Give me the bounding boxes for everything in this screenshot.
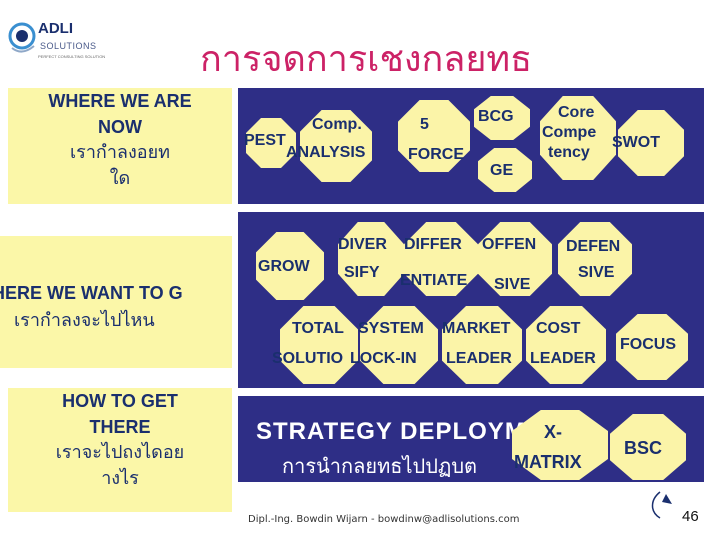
now-line-1: WHERE WE ARE [48, 91, 192, 111]
label-diver-2: SIFY [344, 264, 380, 281]
label-offen-2: SIVE [494, 276, 531, 293]
octagon-total [280, 306, 358, 384]
octagon-focus [616, 314, 688, 380]
how-line-2: THERE [89, 417, 151, 437]
box-where-now: WHERE WE ARE NOW เรากำลงอยท ใด [8, 88, 232, 204]
label-market-1: MARKET [442, 320, 511, 337]
label-core-1: Core [558, 104, 595, 121]
octagon-defen [558, 222, 632, 296]
arrow-decoration-icon [651, 491, 672, 519]
octagon-core [540, 96, 616, 180]
octagon-diver [338, 222, 404, 296]
label-core-3: tency [548, 144, 590, 161]
octagon-pest [246, 118, 296, 168]
octagon-differ [404, 222, 478, 296]
label-diver-1: DIVER [338, 236, 387, 253]
octagon-system [360, 306, 438, 384]
logo-sub: SOLUTIONS [40, 41, 97, 51]
page-title: การจดการเชงกลยทธ [200, 39, 533, 80]
adli-logo: ADLI SOLUTIONS PERFECT CONSULTING SOLUTI… [8, 12, 118, 72]
now-line-3: เรากำลงอยท [70, 142, 170, 163]
how-line-4: างไร [101, 468, 139, 489]
logo-mark-icon [8, 22, 36, 53]
label-ge: GE [490, 162, 514, 179]
label-core-2: Compe [542, 124, 597, 141]
label-differ-1: DIFFER [404, 236, 462, 253]
label-thai-deployment: การนำกลยทธไปปฏบต [282, 454, 478, 478]
octagon-xmatrix [512, 410, 608, 480]
label-cost-2: LEADER [530, 350, 596, 367]
label-grow: GROW [258, 258, 310, 275]
octagon-bsc [610, 414, 686, 480]
box-how-get: HOW TO GET THERE เราจะไปถงไดอย างไร [8, 388, 232, 512]
label-cost-1: COST [536, 320, 581, 337]
box-where-want: HERE WE WANT TO G เรากำลงจะไปไหน [0, 236, 232, 368]
label-offen-1: OFFEN [482, 236, 537, 253]
want-line-2: เรากำลงจะไปไหน [14, 310, 155, 331]
label-total-2: SOLUTIO [272, 350, 344, 367]
label-system-2: LOCK-IN [350, 350, 417, 367]
label-pest: PEST [244, 132, 286, 149]
octagon-offen [478, 222, 552, 296]
label-defen-2: SIVE [578, 264, 615, 281]
label-swot: SWOT [612, 134, 660, 151]
label-analysis: ANALYSIS [286, 144, 366, 161]
label-defen-1: DEFEN [566, 238, 621, 255]
octagon-bcg [474, 96, 530, 140]
want-line-1: HERE WE WANT TO G [0, 283, 183, 303]
how-line-3: เราจะไปถงไดอย [55, 442, 185, 463]
label-five: 5 [420, 116, 429, 133]
octagon-comp [300, 110, 372, 182]
logo-tagline: PERFECT CONSULTING SOLUTION [38, 54, 106, 59]
how-line-1: HOW TO GET [62, 391, 178, 411]
label-system-1: SYSTEM [358, 320, 424, 337]
label-bcg: BCG [478, 108, 514, 125]
label-x: X- [544, 422, 562, 442]
page-number: 46 [682, 508, 699, 525]
label-force: FORCE [408, 146, 464, 163]
octagon-swot [618, 110, 684, 176]
octagon-market [442, 306, 522, 384]
octagon-grow [256, 232, 324, 300]
label-comp: Comp. [312, 116, 362, 133]
octagon-ge [478, 148, 532, 192]
octagon-cost [526, 306, 606, 384]
now-line-2: NOW [98, 117, 142, 137]
label-market-2: LEADER [446, 350, 512, 367]
label-focus: FOCUS [620, 336, 676, 353]
label-matrix: MATRIX [514, 452, 582, 472]
label-bsc: BSC [624, 438, 663, 458]
footer-credit: Dipl.-Ing. Bowdin Wijarn - bowdinw@adlis… [248, 514, 520, 525]
label-differ-2: ENTIATE [400, 272, 468, 289]
label-total-1: TOTAL [292, 320, 344, 337]
now-line-4: ใด [109, 168, 131, 189]
logo-name: ADLI [38, 20, 73, 37]
octagon-5force [398, 100, 470, 172]
